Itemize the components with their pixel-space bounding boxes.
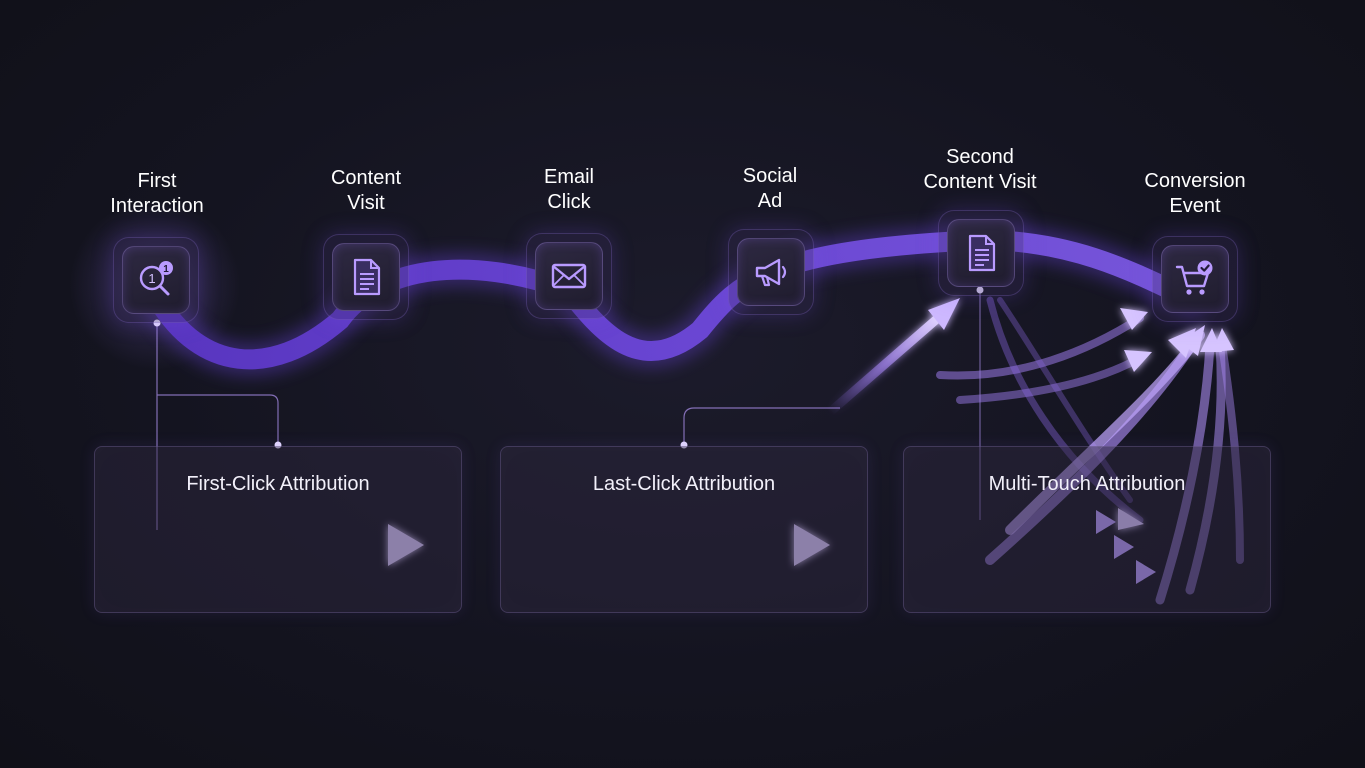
node-conversion-event: [1152, 236, 1238, 322]
multi-touch-small-arrows: [987, 519, 1143, 575]
document-icon: [353, 258, 381, 296]
node-label-second-content-visit: Second Content Visit: [923, 146, 1037, 193]
last-click-dot: [680, 441, 688, 449]
node-content-visit: [323, 234, 409, 320]
last-click-arrow: [539, 524, 830, 566]
node-email-click: [526, 233, 612, 319]
megaphone-icon: [755, 258, 787, 287]
multi-touch-flows: [936, 296, 1244, 605]
node-social-ad: [728, 229, 814, 315]
node-first-interaction: 1 1: [113, 237, 199, 323]
panel-multi-touch: Multi-Touch Attribution: [903, 446, 1271, 613]
multi-touch-small-arrowheads: [1096, 510, 1156, 584]
first-click-arrow: [134, 524, 424, 566]
panel-first-click-title: First-Click Attribution: [186, 473, 370, 495]
last-click-connector: [683, 407, 840, 445]
node-label-email-click: Email Click: [543, 166, 594, 213]
panel-last-click-title: Last-Click Attribution: [592, 473, 776, 495]
first-click-connector: [156, 323, 279, 530]
multi-touch-arrowheads: [1118, 308, 1234, 530]
cart-check-icon: [1175, 260, 1213, 295]
node-label-content-visit: Content Visit: [330, 167, 402, 214]
panel-first-click: First-Click Attribution: [94, 446, 462, 613]
svg-text:1: 1: [163, 264, 169, 275]
node-label-social-ad: Social Ad: [742, 165, 798, 212]
node-label-first-interaction: First Interaction: [110, 170, 204, 217]
svg-text:1: 1: [148, 271, 155, 286]
first-click-dot-bottom: [274, 441, 282, 449]
node-label-conversion-event: Conversion Event: [1144, 170, 1246, 217]
panel-last-click: Last-Click Attribution: [500, 446, 868, 613]
envelope-icon: [551, 263, 587, 289]
panel-multi-touch-title: Multi-Touch Attribution: [988, 473, 1186, 495]
last-click-diagonal-arrow: [825, 298, 960, 417]
first-click-dot-top: [153, 319, 161, 327]
document-icon: [968, 234, 996, 272]
second-visit-dot: [976, 286, 984, 294]
node-second-content-visit: [938, 210, 1024, 296]
clock-search-icon: 1 1: [139, 261, 173, 296]
